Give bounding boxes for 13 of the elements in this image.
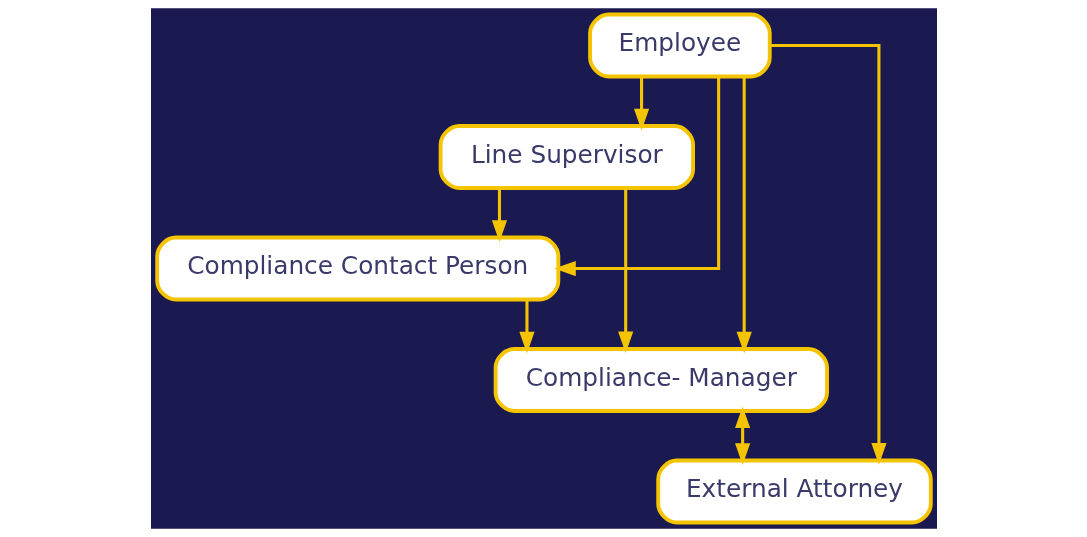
arrow: [553, 76, 720, 277]
arrow: [633, 76, 649, 131]
arrow: [518, 299, 535, 354]
arrow: [769, 43, 887, 465]
node-box: Compliance- Manager: [493, 347, 829, 413]
node-box: External Attorney: [655, 458, 933, 525]
arrow: [736, 76, 752, 354]
arrow: [617, 188, 633, 354]
node-box: Compliance Contact Person: [154, 235, 560, 302]
arrow: [734, 406, 750, 465]
node-box: Line Supervisor: [438, 124, 695, 190]
arrow: [491, 188, 507, 242]
node-box: Employee: [587, 12, 772, 79]
